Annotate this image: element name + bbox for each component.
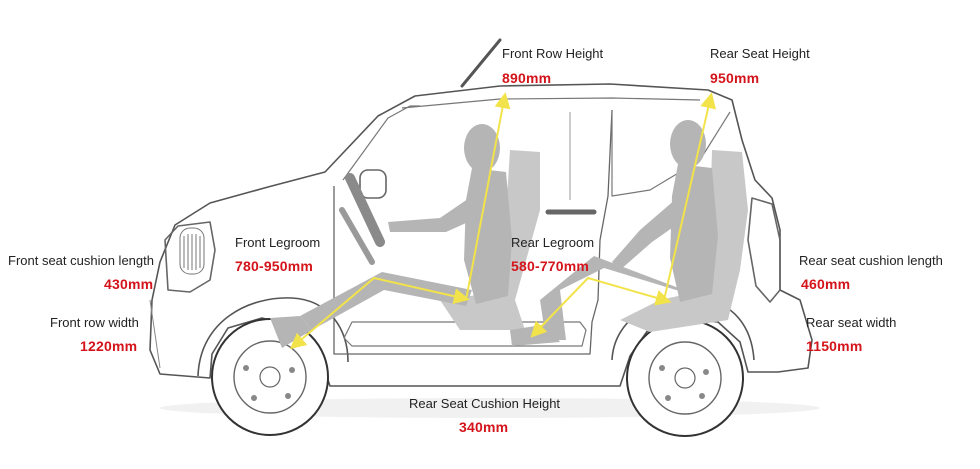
rear-seat-cushion-length-value: 460mm bbox=[801, 276, 851, 292]
rear-seat-height-label: Rear Seat Height bbox=[710, 46, 810, 61]
front-row-width-value: 1220mm bbox=[80, 338, 138, 354]
measurement-arrows bbox=[289, 92, 717, 350]
antenna-icon bbox=[460, 38, 502, 88]
rear-seat-width-label: Rear seat width bbox=[806, 315, 897, 330]
rear-occupant-icon bbox=[510, 120, 718, 346]
front-legroom-arrow bbox=[289, 276, 470, 350]
rear-legroom-arrow bbox=[530, 276, 672, 338]
rear-legroom-label: Rear Legroom bbox=[511, 235, 595, 250]
rear-seat-height-value: 950mm bbox=[710, 70, 760, 86]
front-row-height-arrow bbox=[465, 92, 511, 301]
rear-seat-cushion-height-value: 340mm bbox=[459, 419, 509, 435]
front-seat-cushion-length-label: Front seat cushion length bbox=[8, 253, 154, 268]
front-row-width-label: Front row width bbox=[50, 315, 139, 330]
front-row-height-value: 890mm bbox=[502, 70, 552, 86]
rear-legroom-value: 580-770mm bbox=[511, 258, 590, 274]
front-wheel-icon bbox=[211, 318, 329, 436]
rear-seat-cushion-height-label: Rear Seat Cushion Height bbox=[409, 396, 561, 411]
front-seat-cushion-length-value: 430mm bbox=[104, 276, 154, 292]
front-legroom-value: 780-950mm bbox=[235, 258, 314, 274]
front-seat-icon bbox=[440, 150, 540, 330]
rear-wheel-icon bbox=[626, 319, 744, 437]
rear-seat-width-value: 1150mm bbox=[806, 338, 863, 354]
rear-seat-cushion-length-label: Rear seat cushion length bbox=[799, 253, 943, 268]
front-legroom-label: Front Legroom bbox=[235, 235, 321, 250]
steering-wheel-icon bbox=[339, 173, 385, 265]
rear-seat-height-arrow bbox=[663, 92, 717, 301]
rear-seat-icon bbox=[620, 150, 748, 332]
front-row-height-label: Front Row Height bbox=[502, 46, 604, 61]
